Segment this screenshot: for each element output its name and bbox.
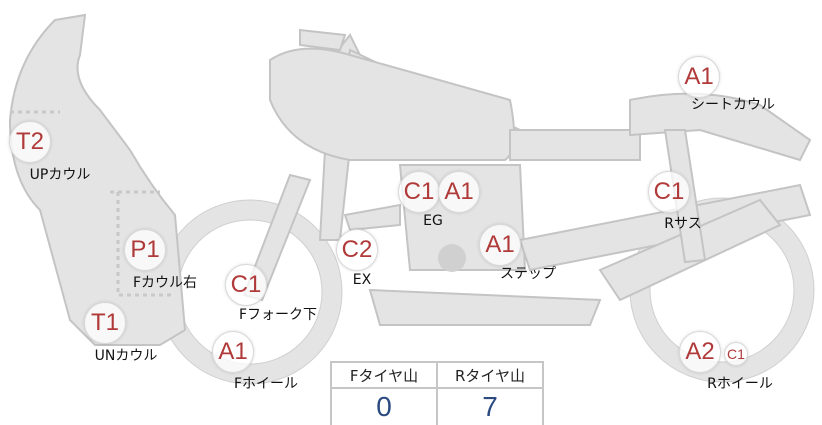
damage-marker-exhaust[interactable]: C2	[336, 229, 378, 271]
part-label-exhaust: EX	[352, 272, 372, 288]
front-tire-header: Fタイヤ山	[330, 361, 438, 389]
part-label-rear-wheel: Rホイール	[707, 376, 773, 392]
front-tire-value: 0	[330, 387, 438, 425]
part-label-seat-cowl: シートカウル	[691, 97, 775, 113]
damage-marker-under-cowl[interactable]: T1	[84, 302, 126, 344]
part-label-front-cowl-right: Fカウル右	[132, 275, 198, 291]
part-label-upper-cowl: UPカウル	[29, 167, 91, 183]
rear-tire-value: 7	[436, 387, 544, 425]
damage-marker-front-fork[interactable]: C1	[225, 264, 267, 306]
damage-marker-front-cowl-right[interactable]: P1	[124, 229, 166, 271]
damage-marker-front-wheel[interactable]: A1	[212, 331, 254, 373]
damage-marker-seat-cowl[interactable]: A1	[678, 56, 720, 98]
part-label-front-wheel: Fホイール	[233, 376, 299, 392]
damage-marker-upper-cowl[interactable]: T2	[9, 121, 51, 163]
part-label-step: ステップ	[500, 266, 556, 282]
damage-marker-engine[interactable]: C1	[398, 171, 440, 213]
part-label-front-fork: Fフォーク下	[238, 307, 318, 323]
part-label-under-cowl: UNカウル	[94, 348, 158, 364]
damage-marker-rear-wheel-2[interactable]: C1	[724, 342, 748, 366]
part-label-rear-suspension: Rサス	[664, 216, 702, 232]
damage-marker-rear-suspension[interactable]: C1	[648, 171, 690, 213]
rear-tire-header: Rタイヤ山	[436, 361, 544, 389]
tire-tread-table: Fタイヤ山 Rタイヤ山 0 7	[330, 361, 544, 425]
damage-marker-rear-wheel[interactable]: A2	[679, 331, 721, 373]
damage-marker-engine-2[interactable]: A1	[438, 171, 480, 213]
part-label-engine: EG	[423, 213, 443, 229]
damage-marker-step[interactable]: A1	[479, 224, 521, 266]
